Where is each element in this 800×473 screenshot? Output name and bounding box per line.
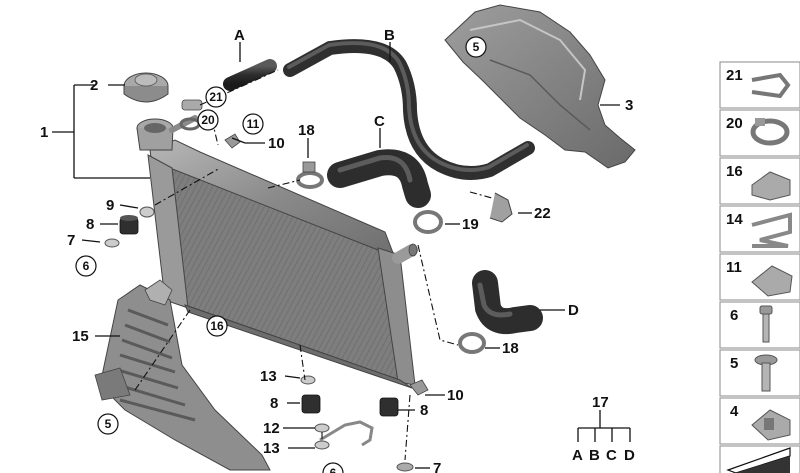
speed-nut-icon [751,265,793,297]
callout-5-top: 5 [473,40,480,54]
hose-c [327,149,431,208]
kit-letter-d: D [624,447,635,464]
lower-hardware [300,375,429,472]
left-hardware [104,133,241,248]
callout-18-bottom: 18 [502,340,519,357]
clamp-21 [181,99,203,111]
radiator [136,115,418,389]
kit-number: 17 [592,394,609,411]
callout-labels: 1 2 3 9 8 7 10 18 19 22 18 15 13 8 12 13… [40,27,635,473]
leader-lines [52,42,631,469]
callout-10-top: 10 [268,135,285,152]
callout-a: A [234,27,245,44]
cable-clip-icon [751,171,791,201]
circled-callouts: 21 20 11 5 6 16 5 6 [75,36,487,473]
kit-letter-c: C [606,447,617,464]
legend-number-6: 6 [730,307,738,324]
clip-22 [489,192,513,223]
clamp-18-upper [296,161,324,189]
callout-8-bottom-right: 8 [420,402,428,419]
callout-6: 6 [83,259,90,273]
callout-d: D [568,302,579,319]
legend-number-4: 4 [730,403,739,420]
bolt-icon [759,305,773,343]
callout-9: 9 [106,197,114,214]
radiator-cap [123,72,169,103]
clip-nut-icon [751,409,791,441]
callout-5-bottom: 5 [105,417,112,431]
hose-a [223,59,277,91]
callout-10-bottom: 10 [447,387,464,404]
callout-b: B [384,27,395,44]
callout-20: 20 [201,113,215,127]
legend-number-20: 20 [726,115,743,132]
clamp-18-lower [458,332,486,354]
spring-clamp-icon [750,118,790,146]
hose-clamp-icon [751,72,791,99]
collar-screw-icon [754,354,778,392]
callout-8-left: 8 [86,216,94,233]
radiator-shroud [444,4,636,169]
legend-number-5: 5 [730,355,738,372]
hose-d [472,270,543,335]
hose-b [283,39,535,181]
legend-number-21: 21 [726,67,743,84]
callout-21: 21 [209,90,223,104]
callout-7-left: 7 [67,232,75,249]
arrow-icon [726,447,791,473]
callout-3: 3 [625,97,633,114]
legend-number-14: 14 [726,211,743,228]
callout-13-bottom: 13 [263,440,280,457]
callout-18-top: 18 [298,122,315,139]
callout-7-bottom: 7 [433,460,441,473]
alignment-lines [134,69,493,461]
callout-15: 15 [72,328,89,345]
spring-clip-icon [751,212,792,248]
legend-column: 21 20 16 14 11 6 [719,61,800,473]
callout-2: 2 [90,77,98,94]
callout-19: 19 [462,216,479,233]
callout-6-bottom: 6 [330,466,337,473]
callout-22: 22 [534,205,551,222]
kit-letter-a: A [572,447,583,464]
clamps [179,99,513,354]
legend-number-16: 16 [726,163,743,180]
legend-number-11: 11 [726,259,742,276]
callout-c: C [374,113,385,130]
callout-11: 11 [247,117,260,131]
callout-13-top: 13 [260,368,277,385]
kit-letter-b: B [589,447,600,464]
callout-1: 1 [40,124,48,141]
callout-16: 16 [210,319,224,333]
side-cover [94,279,271,471]
callout-12: 12 [263,420,280,437]
clamp-19 [413,210,443,234]
callout-8-bottom-left: 8 [270,395,278,412]
